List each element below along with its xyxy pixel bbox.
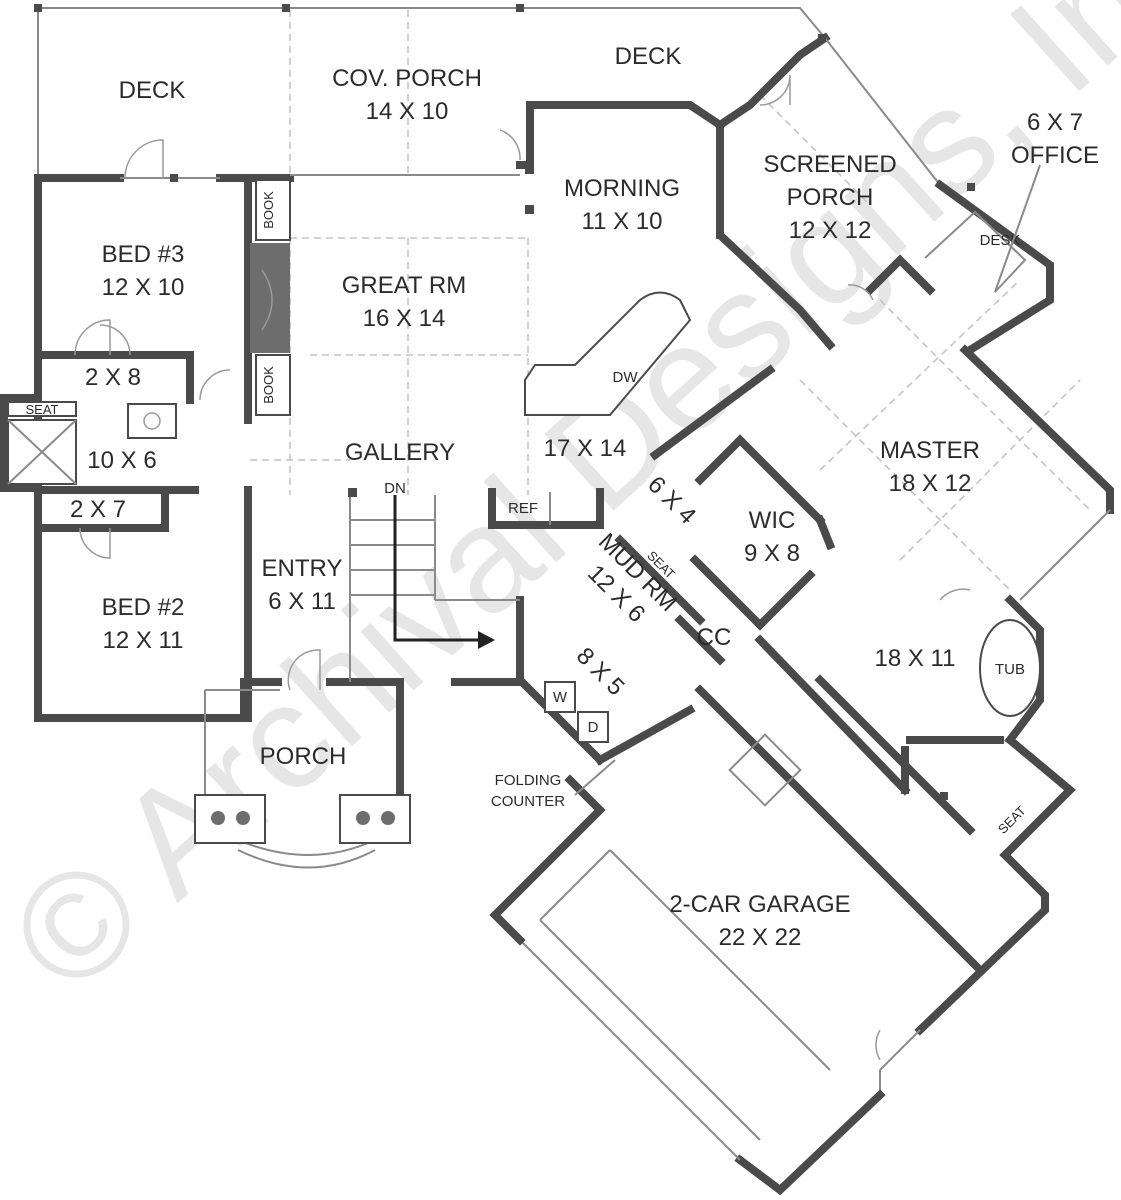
kitchen-island (524, 291, 692, 416)
room-wic: WIC 9 X 8 (744, 507, 800, 567)
room-name: CC (697, 624, 732, 651)
tub (979, 619, 1041, 717)
room-screened-porch: SCREENED PORCH 12 X 12 (763, 151, 896, 244)
posts (34, 4, 975, 800)
room-size: 10 X 6 (87, 447, 156, 474)
room-size: 12 X 12 (789, 217, 872, 244)
room-size: 18 X 12 (889, 470, 972, 497)
ref-label: REF (508, 500, 538, 517)
room-morning: MORNING 11 X 10 (564, 175, 680, 235)
room-porch: PORCH (260, 743, 347, 770)
room-bath-10x6: 10 X 6 (87, 447, 156, 474)
book-label-bottom: BOOK (261, 366, 276, 404)
room-bed2: BED #2 12 X 11 (102, 594, 185, 654)
room-laundry: 8 X 5 (571, 642, 630, 701)
room-size: 22 X 22 (719, 924, 802, 951)
room-name: COV. PORCH (332, 65, 482, 92)
room-size: 18 X 11 (875, 645, 956, 672)
room-size: 9 X 8 (744, 540, 800, 567)
room-size: 12 X 10 (102, 274, 185, 301)
room-name: DECK (119, 77, 186, 104)
room-name: GREAT RM (342, 272, 466, 299)
room-bed3: BED #3 12 X 10 (102, 241, 185, 301)
room-size: 12 X 11 (103, 627, 184, 654)
room-name: PORCH (260, 743, 347, 770)
room-name: WIC (749, 507, 796, 534)
room-cc: CC (697, 624, 732, 651)
room-size: 14 X 10 (366, 98, 449, 125)
door-swings (74, 74, 971, 1061)
room-size: 6 X 7 (1027, 109, 1083, 136)
stair-treads (350, 519, 435, 596)
walls (0, 7, 1114, 1196)
room-size: 2 X 7 (70, 496, 126, 523)
stair-arrow (393, 495, 495, 649)
room-size: 17 X 14 (544, 435, 627, 462)
planter-right (339, 794, 411, 844)
room-master: MASTER 18 X 12 (880, 437, 980, 497)
seat-label-bath: SEAT (26, 402, 59, 417)
room-size: 6 X 11 (268, 588, 336, 615)
room-size: 16 X 14 (363, 305, 446, 332)
room-name: BED #3 (102, 241, 185, 268)
room-size: 11 X 10 (582, 208, 663, 235)
dryer-label: D (588, 719, 599, 736)
washer-label: W (553, 689, 568, 706)
room-name: ENTRY (262, 555, 343, 582)
dn-label: DN (384, 480, 406, 497)
room-size: 2 X 8 (85, 364, 141, 391)
tub-label: TUB (995, 661, 1025, 678)
room-master-bath: 18 X 11 (875, 645, 956, 672)
room-name-2: PORCH (787, 184, 874, 211)
room-name: GALLERY (345, 439, 455, 466)
room-deck-left: DECK (119, 77, 186, 104)
folding-counter-label-1: FOLDING (495, 772, 562, 789)
room-entry: ENTRY 6 X 11 (262, 555, 343, 615)
room-closet-2x8: 2 X 8 (85, 364, 141, 391)
room-name: 2-CAR GARAGE (669, 891, 850, 918)
planter-left (194, 794, 266, 844)
room-name: SCREENED (763, 151, 896, 178)
room-garage: 2-CAR GARAGE 22 X 22 (669, 891, 850, 951)
room-gallery: GALLERY (345, 439, 455, 466)
room-name: MASTER (880, 437, 980, 464)
room-deck-right: DECK (615, 43, 682, 70)
desk-label: DESK (980, 232, 1021, 249)
room-office: 6 X 7 OFFICE (1011, 109, 1099, 169)
room-name: OFFICE (1011, 142, 1099, 169)
room-kitchen: 17 X 14 (544, 435, 627, 462)
folding-counter-label-2: COUNTER (491, 793, 565, 810)
fireplace (250, 243, 290, 353)
dw-label: DW (613, 369, 639, 386)
room-great-rm: GREAT RM 16 X 14 (342, 272, 466, 332)
room-cov-porch: COV. PORCH 14 X 10 (332, 65, 482, 125)
room-name: MORNING (564, 175, 680, 202)
room-closet-2x7: 2 X 7 (70, 496, 126, 523)
room-name: BED #2 (102, 594, 185, 621)
room-size: 8 X 5 (571, 642, 630, 701)
book-label-top: BOOK (261, 191, 276, 229)
room-name: DECK (615, 43, 682, 70)
